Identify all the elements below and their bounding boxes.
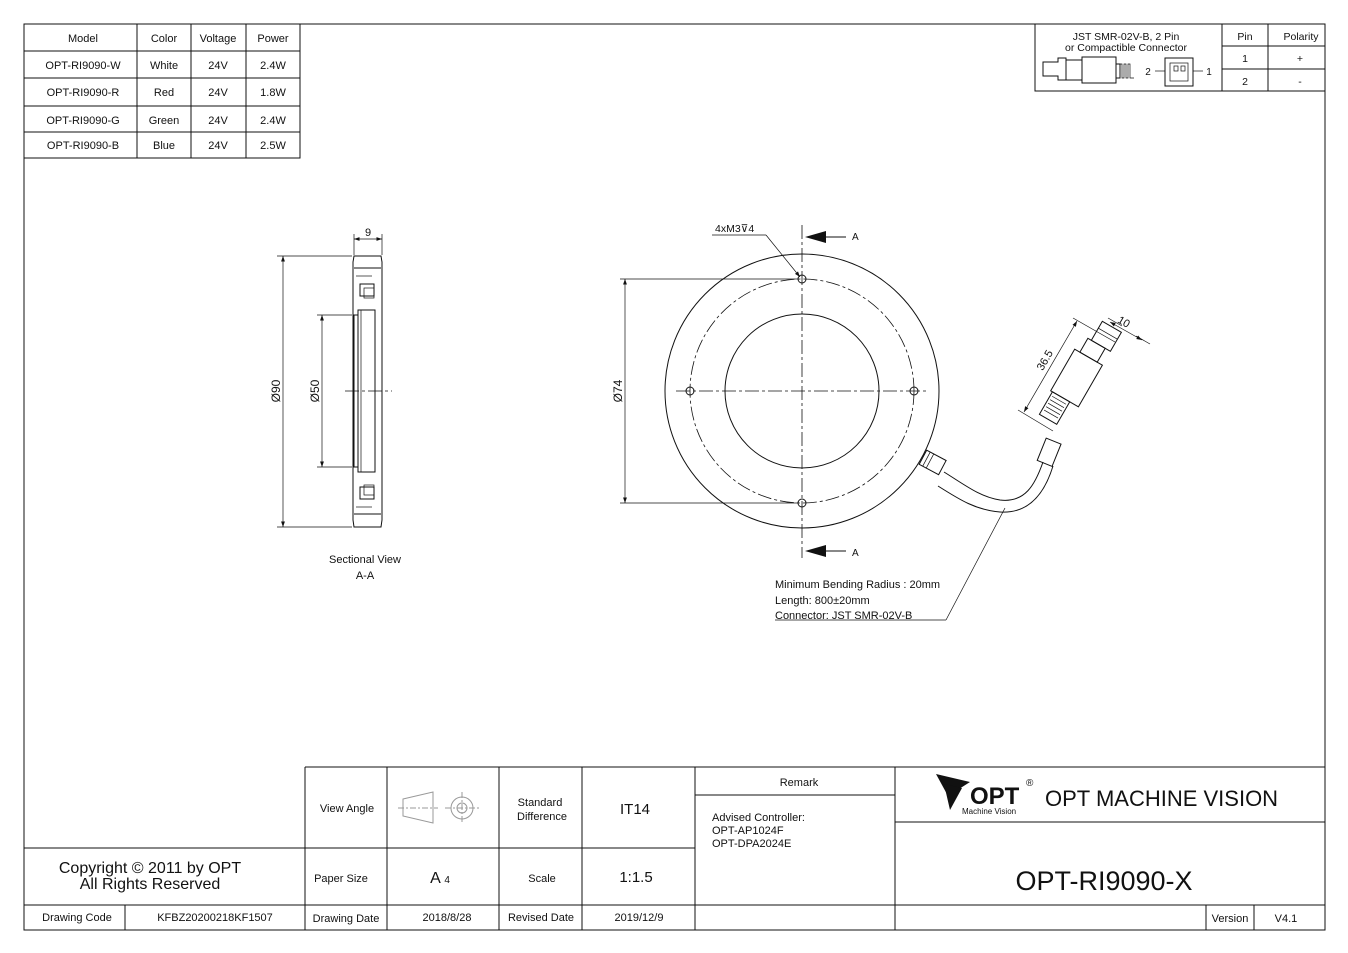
logo-registered: ® — [1026, 778, 1034, 789]
cable-connector — [1038, 320, 1123, 425]
section-mark-top: A — [852, 232, 859, 243]
cable-note-connector: Connector: JST SMR-02V-B — [775, 610, 912, 622]
model-table-cell: 24V — [208, 115, 228, 127]
pin-2-label: 2 — [1145, 67, 1151, 78]
model-table-cell: 24V — [208, 60, 228, 72]
hole-note: 4xM3⊽4 — [715, 223, 754, 235]
revised-date: 2019/12/9 — [615, 912, 664, 924]
section-mark-bottom: A — [852, 548, 859, 559]
model-table-cell: 2.4W — [260, 60, 286, 72]
cable-note-length: Length: 800±20mm — [775, 595, 870, 607]
model-table-cell: 2.5W — [260, 140, 286, 152]
cable-note-bending-radius: Minimum Bending Radius : 20mm — [775, 579, 940, 591]
model-table-cell: OPT-RI9090-B — [47, 140, 119, 152]
logo-text: OPT — [970, 783, 1020, 810]
remark-label: Remark — [780, 777, 819, 789]
mounting-hole — [909, 386, 919, 396]
sectional-view-caption: Sectional View — [329, 554, 401, 566]
jst-connector-icon: 2 1 — [1042, 56, 1212, 87]
copyright-line1: Copyright © 2011 by OPT — [59, 860, 241, 877]
pin-cell: 1 — [1242, 53, 1248, 65]
drawing-border — [23, 23, 1326, 931]
opt-logo: OPT ® Machine Vision — [936, 774, 1034, 816]
model-table-header-power: Power — [257, 33, 289, 45]
dim-outer-diameter: Ø90 — [269, 379, 283, 402]
logo-subtitle: Machine Vision — [962, 807, 1016, 816]
revised-date-label: Revised Date — [508, 912, 574, 924]
section-arrow-top — [805, 231, 826, 243]
version-label: Version — [1212, 913, 1249, 925]
version-value: V4.1 — [1275, 913, 1298, 925]
drawing-code: KFBZ20200218KF1507 — [157, 912, 273, 924]
dim-bolt-circle: Ø74 — [611, 379, 625, 402]
drawing-code-label: Drawing Code — [42, 912, 112, 924]
pin-header: Pin — [1237, 31, 1252, 43]
part-number: OPT-RI9090-X — [1015, 866, 1192, 896]
copyright-line2: All Rights Reserved — [80, 876, 221, 893]
model-table-cell: Blue — [153, 140, 175, 152]
mounting-hole — [685, 386, 695, 396]
dim-connector-length: 36.5 — [1035, 348, 1056, 373]
paper-size-value: A 4 — [430, 870, 450, 887]
model-table-cell: 24V — [208, 87, 228, 99]
remark-line: OPT-DPA2024E — [712, 838, 791, 850]
connector-table: JST SMR-02V-B, 2 Pin or Compactible Conn… — [1034, 23, 1326, 92]
dim-inner-diameter: Ø50 — [308, 379, 322, 402]
pin-1-label: 1 — [1206, 67, 1212, 78]
view-angle-label: View Angle — [320, 803, 374, 815]
model-table-cell: OPT-RI9090-W — [45, 60, 121, 72]
standard-difference-value: IT14 — [620, 801, 650, 818]
model-table-cell: White — [150, 60, 178, 72]
connector-title-line1: JST SMR-02V-B, 2 Pin — [1073, 31, 1180, 43]
dim-section-width: 9 — [365, 227, 371, 239]
title-block: Copyright © 2011 by OPT All Rights Reser… — [24, 766, 1325, 930]
paper-size-label: Paper Size — [314, 873, 368, 885]
drawing-date: 2018/8/28 — [423, 912, 472, 924]
front-view: 4xM3⊽4 A A Ø74 — [611, 223, 1151, 622]
polarity-header: Polarity — [1283, 31, 1319, 43]
scale-label: Scale — [528, 873, 556, 885]
scale-value: 1:1.5 — [619, 869, 652, 886]
standard-difference-label: Standard — [518, 797, 563, 809]
model-table-cell: OPT-RI9090-R — [47, 87, 120, 99]
projection-symbol-icon — [398, 791, 479, 824]
sectional-view-caption-aa: A-A — [356, 570, 375, 582]
cable-gland — [918, 449, 947, 476]
model-table-cell: Red — [154, 87, 174, 99]
connector-title-line2: or Compactible Connector — [1065, 42, 1187, 54]
remark-line: Advised Controller: — [712, 812, 805, 824]
cable — [943, 461, 1044, 501]
remark-line: OPT-AP1024F — [712, 825, 784, 837]
model-table-cell: 1.8W — [260, 87, 286, 99]
pin-cell: 2 — [1242, 76, 1248, 88]
model-table-header-voltage: Voltage — [200, 33, 237, 45]
section-outline — [352, 255, 383, 528]
dim-connector-width: 10 — [1115, 314, 1132, 331]
model-table-cell: 24V — [208, 140, 228, 152]
polarity-cell: + — [1297, 53, 1303, 65]
model-table-header-color: Color — [151, 33, 178, 45]
drawing-date-label: Drawing Date — [313, 913, 380, 925]
standard-difference-label-2: Difference — [517, 811, 567, 823]
model-table-cell: 2.4W — [260, 115, 286, 127]
model-table-cell: Green — [149, 115, 180, 127]
company-name: OPT MACHINE VISION — [1045, 786, 1278, 811]
sectional-view: 9 Ø90 Ø50 Sectional View A-A — [269, 227, 401, 582]
model-table-header-model: Model — [68, 33, 98, 45]
section-arrow-bottom — [805, 545, 826, 557]
model-table: Model Color Voltage Power OPT-RI9090-W W… — [23, 23, 301, 159]
polarity-cell: - — [1298, 76, 1302, 88]
model-table-cell: OPT-RI9090-G — [46, 115, 119, 127]
